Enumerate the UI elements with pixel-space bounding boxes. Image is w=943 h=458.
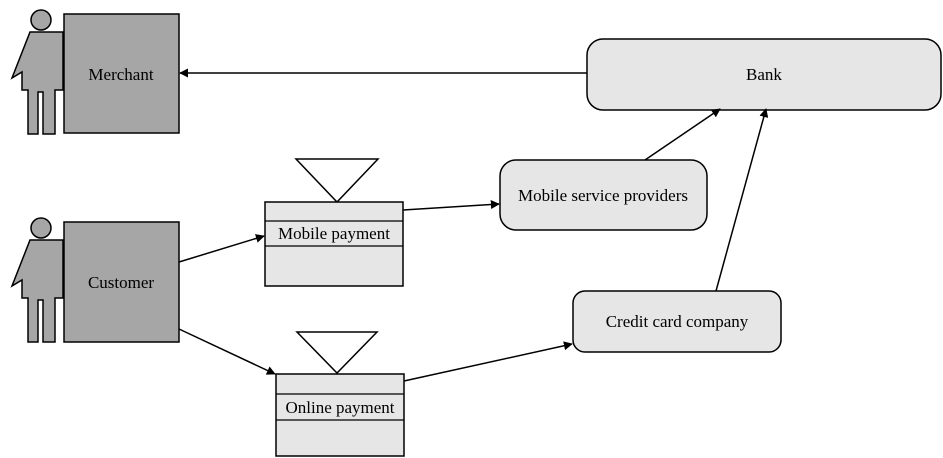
online-payment-node: Online payment <box>275 331 405 457</box>
credit-card-company-node: Credit card company <box>572 290 782 353</box>
arrow-mobile-payment-to-providers <box>402 200 500 211</box>
customer-actor: Customer <box>10 217 180 343</box>
arrow-customer-to-online-payment <box>178 328 276 375</box>
mobile-providers-node: Mobile service providers <box>499 159 708 231</box>
arrow-credit-card-to-bank <box>715 108 769 292</box>
merchant-box <box>63 13 180 134</box>
merchant-actor: Merchant <box>10 9 180 135</box>
credit-card-company-label: Credit card company <box>606 312 749 331</box>
merchant-label: Merchant <box>88 65 153 84</box>
credit-card-company-box <box>572 290 782 353</box>
triangle-icon <box>295 331 379 375</box>
bank-node: Bank <box>586 38 942 111</box>
online-payment-label: Online payment <box>285 398 394 417</box>
mobile-payment-label: Mobile payment <box>278 224 390 243</box>
mobile-providers-label: Mobile service providers <box>518 186 688 205</box>
mobile-payment-box <box>264 201 404 287</box>
customer-label: Customer <box>88 273 154 292</box>
arrow-providers-to-bank <box>644 108 721 161</box>
arrow-online-payment-to-credit-card <box>403 341 573 382</box>
arrow-customer-to-mobile-payment <box>178 234 265 263</box>
customer-box <box>63 221 180 343</box>
person-icon <box>10 9 64 135</box>
mobile-payment-node: Mobile payment <box>264 158 404 287</box>
person-icon <box>10 217 64 343</box>
mobile-providers-box <box>499 159 708 231</box>
online-payment-box <box>275 373 405 457</box>
triangle-icon <box>294 158 380 204</box>
bank-label: Bank <box>746 65 782 84</box>
